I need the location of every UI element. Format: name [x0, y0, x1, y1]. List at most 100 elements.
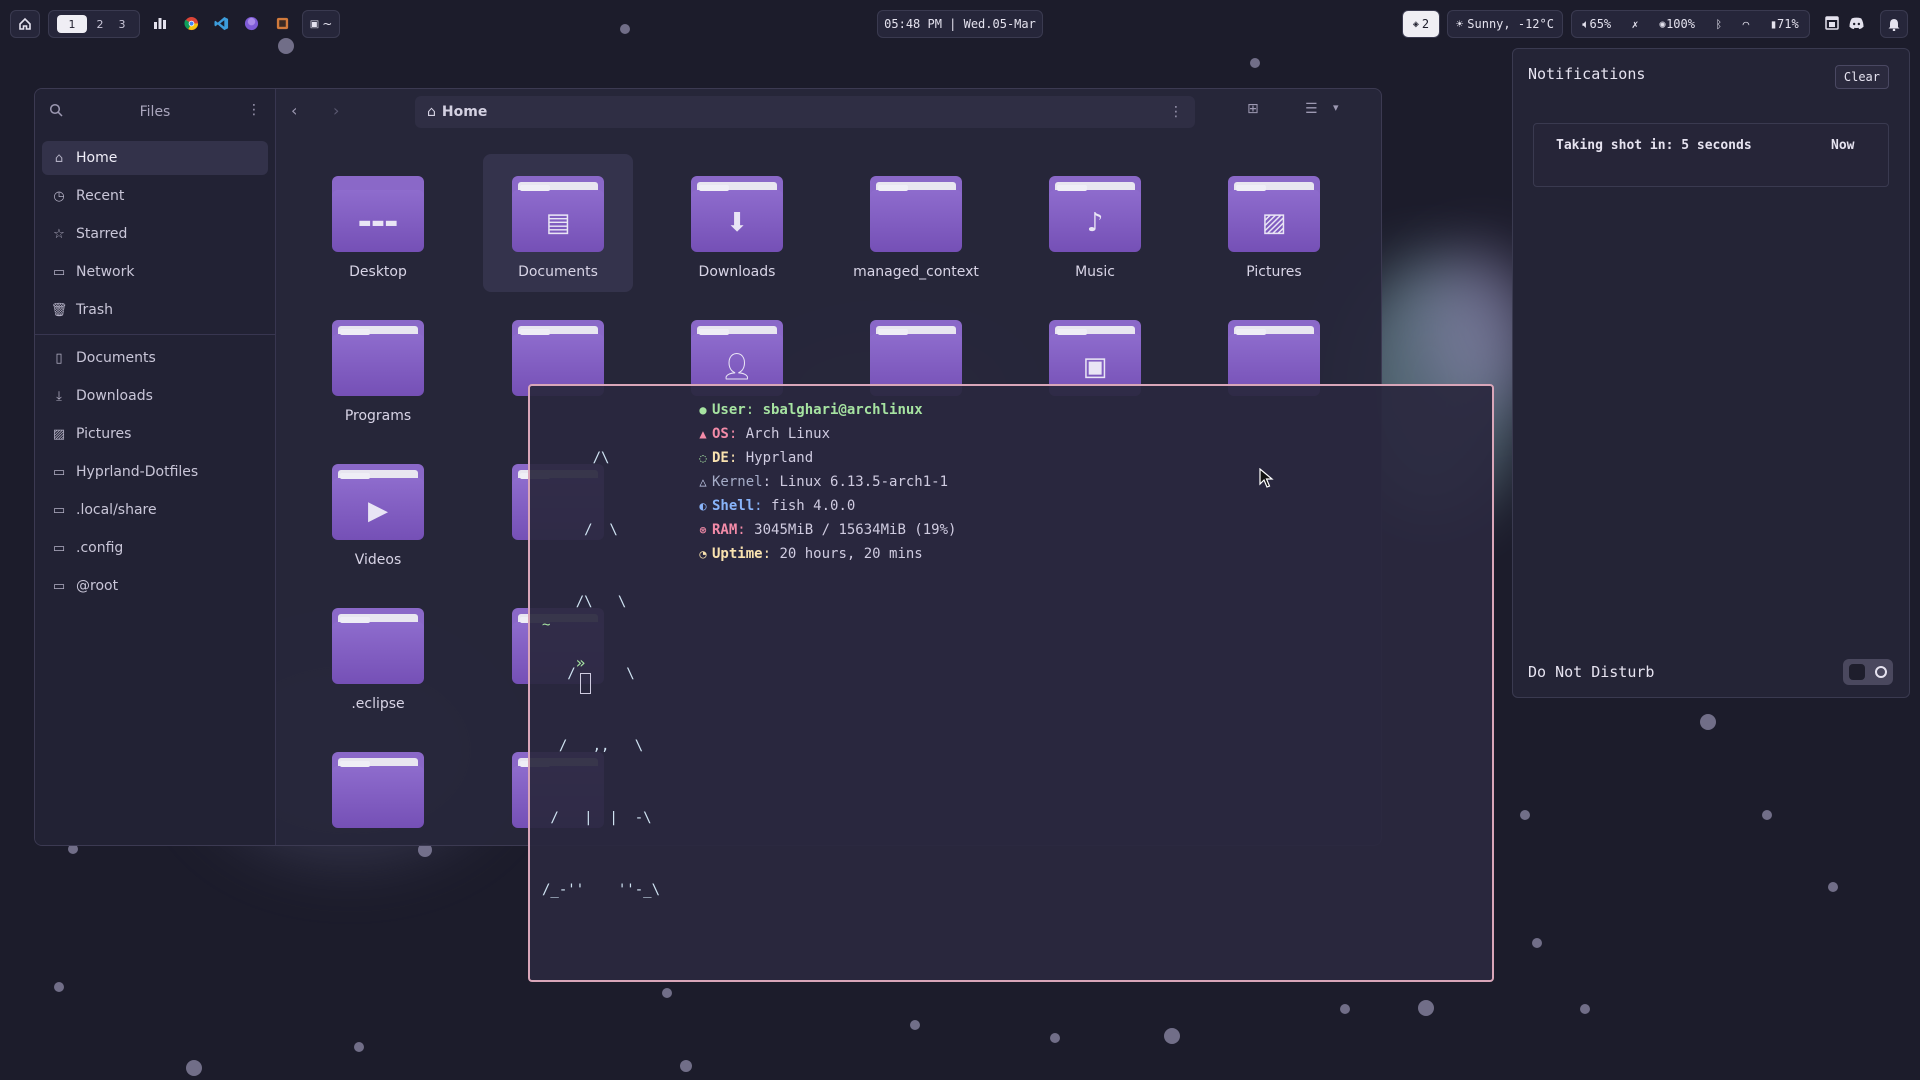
sysinfo-key: User [712, 402, 746, 418]
trash-icon: 🗑︎ [50, 302, 68, 318]
star-icon: ☆ [53, 226, 65, 242]
path-bar[interactable]: ⌂ Home ⋮ [415, 96, 1195, 128]
folder-label: Documents [518, 264, 598, 280]
folder-item-programs[interactable]: Programs [303, 298, 453, 436]
home-icon: ⌂ [427, 104, 436, 120]
battery-widget[interactable]: ▮71% [1770, 17, 1799, 31]
new-folder-icon[interactable]: ⊞ [1247, 101, 1259, 117]
search-icon[interactable] [49, 103, 63, 121]
folder-item-managed-context[interactable]: managed_context [841, 154, 991, 292]
window-switcher-icon[interactable] [1822, 13, 1842, 33]
mouse-cursor-icon [1259, 467, 1275, 492]
sidebar-item-config[interactable]: ▭.config [42, 531, 268, 565]
folder-item[interactable] [303, 730, 453, 845]
sysinfo-key: Kernel [712, 474, 763, 490]
folder-item-downloads[interactable]: ⬇ Downloads [662, 154, 812, 292]
back-arrow-icon[interactable]: ‹ [291, 101, 298, 120]
discord-icon[interactable] [1846, 13, 1866, 33]
ascii-line: /\ [542, 450, 610, 466]
hyprland-icon: ◌ [699, 451, 707, 465]
sidebar-item-trash[interactable]: 🗑︎Trash [42, 293, 268, 327]
folder-item-videos[interactable]: ▶ Videos [303, 442, 453, 580]
files-header-bar: ‹ › ⌂ Home ⋮ ⊞ ☰ ▾ [275, 89, 1381, 135]
sidebar-item-network[interactable]: ▭Network [42, 255, 268, 289]
linux-icon: △ [699, 475, 707, 489]
clock-icon: ◷ [53, 188, 65, 204]
ascii-line: / \ [542, 522, 618, 538]
clock[interactable]: 05:48 PM | Wed.05-Mar [877, 10, 1043, 38]
chrome-icon[interactable] [181, 13, 201, 33]
notification-bell-button[interactable] [1880, 10, 1908, 38]
terminal-prompt-line[interactable]: » [542, 636, 591, 712]
ascii-line: / ,, \ [542, 738, 644, 754]
menu-kebab-icon[interactable]: ⋮ [247, 102, 261, 118]
folder-item-music[interactable]: ♪ Music [1020, 154, 1170, 292]
brightness-icon: ✺ [1658, 17, 1667, 31]
workspace-1[interactable]: 1 [57, 15, 87, 33]
sidebar-item-documents[interactable]: ▯Documents [42, 341, 268, 375]
downloads-folder-icon: ⬇ [691, 176, 783, 252]
screenshot-folder-icon: ▣ [1049, 320, 1141, 396]
download-icon: ⤓ [56, 388, 62, 404]
clear-notifications-button[interactable]: Clear [1834, 65, 1889, 89]
sysinfo-value: Arch Linux [745, 426, 831, 442]
sidebar-item-downloads[interactable]: ⤓Downloads [42, 379, 268, 413]
ascii-line: /_-'' ''-_\ [542, 882, 661, 898]
folder-icon [332, 320, 424, 396]
launcher-button[interactable] [10, 10, 40, 38]
folder-label: .eclipse [351, 696, 405, 712]
sidebar-item-local-share[interactable]: ▭ .local/share [42, 493, 268, 527]
desktop-folder-icon: ▬▬▬ [332, 176, 424, 252]
documents-folder-icon: ▤ [512, 176, 604, 252]
terminal-indicator[interactable]: ▣ ~ [302, 10, 340, 38]
sidebar-item-pictures[interactable]: ▨Pictures [42, 417, 268, 451]
volume-widget[interactable]: 🔈︎65% [1582, 17, 1611, 32]
sidebar-item-starred[interactable]: ☆Starred [42, 217, 268, 251]
sidebar-item-label: .local/share [76, 502, 157, 518]
folder-item[interactable]: ▣ [1020, 298, 1170, 436]
sun-icon: ☀ [1456, 17, 1464, 31]
sidebar-item-label: Network [76, 264, 135, 280]
updates-count: 2 [1421, 17, 1430, 31]
sysinfo-value: fish 4.0.0 [771, 498, 856, 514]
folder-icon: ▭ [52, 502, 66, 518]
sidebar-item-recent[interactable]: ◷Recent [42, 179, 268, 213]
brightness-widget[interactable]: ✺100% [1659, 17, 1695, 31]
mic-muted-icon[interactable]: ✗ [1631, 17, 1639, 31]
dnd-toggle[interactable] [1843, 659, 1893, 685]
purple-app-icon[interactable] [241, 13, 261, 33]
view-list-icon[interactable]: ☰ [1305, 101, 1318, 117]
folder-item-pictures[interactable]: ▨ Pictures [1199, 154, 1349, 292]
workspace-3[interactable]: 3 [118, 17, 126, 31]
terminal-window[interactable]: /\ / \ /\ \ / \ / ,, \ / | | -\ /_-'' ''… [528, 384, 1494, 982]
sidebar-item-root[interactable]: ▭@root [42, 569, 268, 603]
sidebar-item-hyprland-dotfiles[interactable]: ▭Hyprland-Dotfiles [42, 455, 268, 489]
memory-icon: ⊛ [699, 523, 707, 537]
clock-text: 05:48 PM | Wed.05-Mar [884, 17, 1036, 31]
monitor-app-icon[interactable] [150, 13, 170, 33]
vscode-icon[interactable] [211, 13, 231, 33]
notification-item[interactable]: Taking shot in: 5 seconds Now [1533, 123, 1889, 187]
volume-icon: 🔈︎ [1582, 16, 1590, 31]
workspace-2[interactable]: 2 [96, 17, 104, 31]
picker-app-icon[interactable] [272, 13, 292, 33]
folder-icon [870, 176, 962, 252]
sidebar-item-home[interactable]: ⌂Home [42, 141, 268, 175]
updates-indicator[interactable]: ◈ 2 [1402, 10, 1440, 38]
forward-arrow-icon[interactable]: › [333, 101, 340, 120]
folder-item-desktop[interactable]: ▬▬▬ Desktop [303, 154, 453, 292]
path-menu-icon[interactable]: ⋮ [1169, 104, 1183, 120]
view-options-chevron-icon[interactable]: ▾ [1333, 101, 1339, 114]
weather-widget[interactable]: ☀ Sunny, -12°C [1447, 10, 1563, 38]
sysinfo-value: Linux 6.13.5-arch1-1 [779, 474, 949, 490]
weather-text: Sunny, -12°C [1467, 17, 1554, 31]
wifi-icon[interactable]: ◠ [1742, 17, 1750, 31]
bluetooth-icon[interactable]: ᛒ [1715, 17, 1723, 31]
sysinfo-uptime: ◔Uptime: 20 hours, 20 mins [694, 542, 956, 566]
prompt-symbol: » [575, 653, 586, 672]
notification-center: Notifications Clear Taking shot in: 5 se… [1512, 48, 1910, 698]
folder-item-documents[interactable]: ▤ Documents [483, 154, 633, 292]
folder-item-eclipse[interactable]: .eclipse [303, 586, 453, 724]
sysinfo-user: ●User: sbalghari@archlinux [694, 398, 956, 422]
folder-label: Desktop [349, 264, 407, 280]
